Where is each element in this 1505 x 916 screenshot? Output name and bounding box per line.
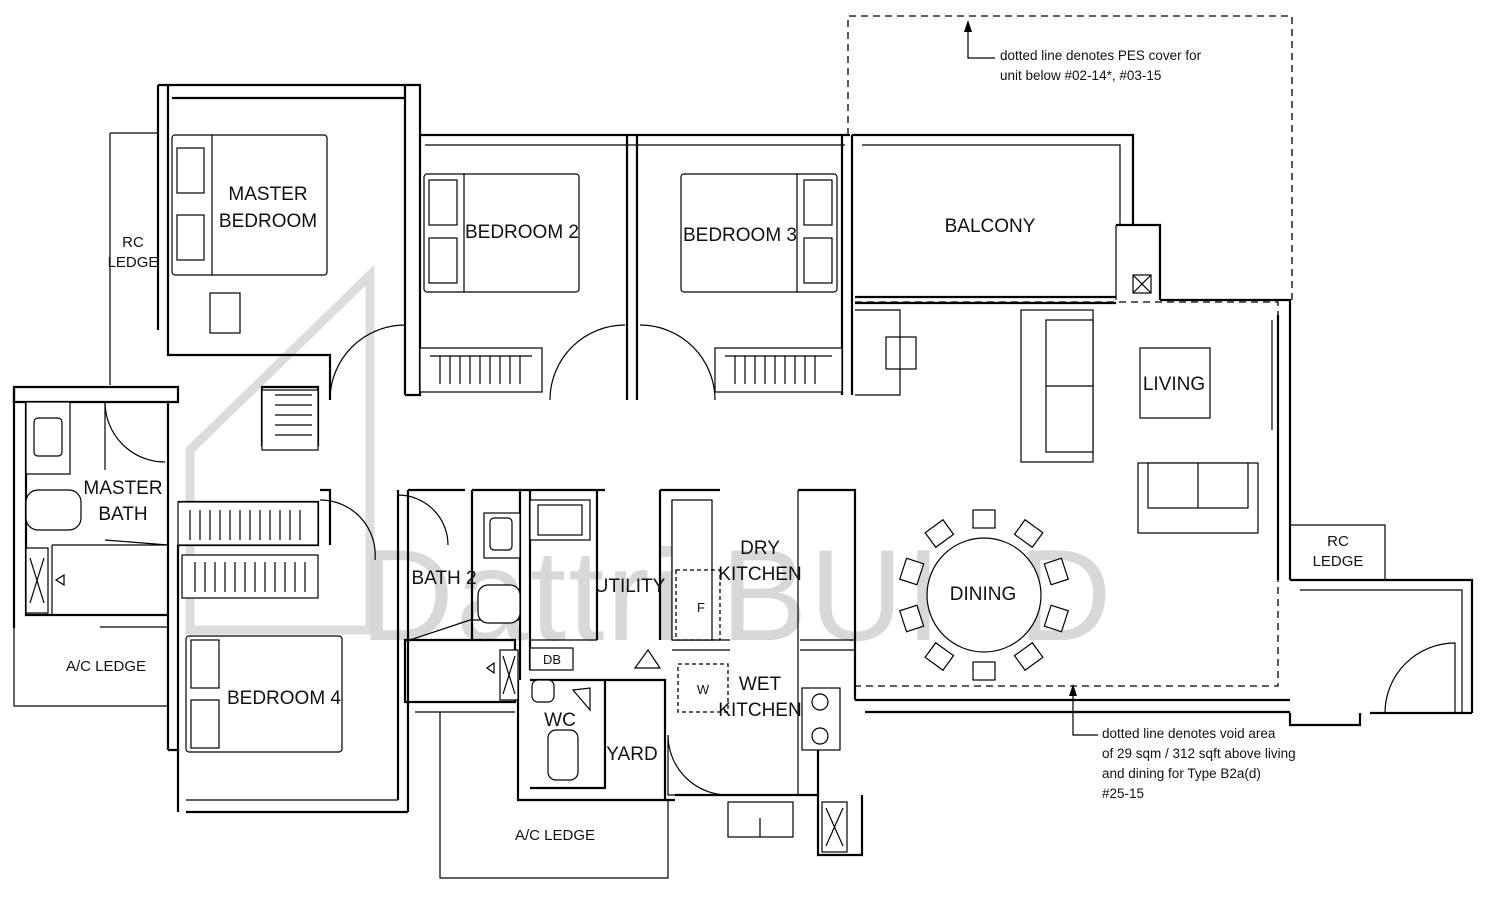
bed-2: [423, 173, 580, 293]
dining-table: [926, 537, 1042, 653]
living-table: [1139, 347, 1211, 419]
label-master-bath-line2: BATH: [98, 504, 147, 525]
label-rc-ledge-left-line2: LEDGE: [108, 254, 159, 271]
label-bedroom-4: BEDROOM 4: [227, 688, 341, 709]
washer-outline: [677, 663, 729, 713]
wardrobe-bed3: [714, 347, 843, 393]
label-wet-kitchen-line2: KITCHEN: [718, 700, 801, 721]
wardrobe-bed2: [419, 347, 543, 393]
label-master-bath-line1: MASTER: [83, 478, 162, 499]
label-master-bedroom-line1: MASTER: [228, 184, 307, 205]
note-void-line1: dotted line denotes void area: [1102, 726, 1276, 741]
pes-cover-outline: [847, 15, 1293, 300]
master-bed: [171, 134, 328, 276]
wardrobe-master-b: [177, 501, 319, 546]
room-labels: MASTER BEDROOM BEDROOM 2 BEDROOM 3 BALCO…: [66, 184, 1363, 844]
dining-chair: [899, 604, 925, 633]
note-void-line4: #25-15: [1102, 786, 1144, 801]
plan-notes: dotted line denotes PES cover for unit b…: [1000, 48, 1296, 801]
dining-chair: [1043, 604, 1069, 633]
note-pes-line2: unit below #02-14*, #03-15: [1000, 68, 1161, 83]
fridge-outline: [675, 569, 721, 641]
void-note-arrow: [1069, 684, 1098, 736]
wardrobe-master-a: [261, 389, 319, 451]
label-rc-ledge-right-line2: LEDGE: [1313, 553, 1364, 570]
dining-chair: [924, 518, 955, 549]
master-desk: [209, 292, 241, 334]
dining-chair: [1043, 557, 1069, 586]
dining-chair: [899, 557, 925, 586]
bed-3: [680, 173, 838, 293]
label-washer: W: [697, 682, 710, 697]
master-toilet: [25, 489, 82, 531]
label-dry-kitchen-line1: DRY: [740, 538, 780, 559]
furniture: [25, 134, 1259, 853]
label-bath-2: BATH 2: [411, 568, 476, 589]
note-pes-line1: dotted line denotes PES cover for: [1000, 48, 1202, 63]
label-utility: UTILITY: [595, 576, 666, 597]
service-box: [1132, 274, 1152, 294]
bed-4: [185, 635, 343, 753]
label-master-bedroom-line2: BEDROOM: [219, 211, 317, 232]
dining-chair: [1013, 641, 1044, 672]
wardrobe-bed4: [181, 554, 319, 599]
label-balcony: BALCONY: [945, 216, 1036, 237]
label-living: LIVING: [1143, 374, 1205, 395]
label-db: DB: [543, 652, 561, 667]
label-rc-ledge-left-line1: RC: [122, 234, 144, 251]
label-dining: DINING: [950, 584, 1017, 605]
label-bedroom-3: BEDROOM 3: [683, 225, 797, 246]
note-void-line3: and dining for Type B2a(d): [1102, 766, 1261, 781]
label-yard: YARD: [606, 744, 657, 765]
walls: [12, 83, 1474, 879]
label-wc: WC: [544, 710, 576, 731]
label-rc-ledge-right-line1: RC: [1327, 533, 1349, 550]
dining-chair: [924, 641, 955, 672]
label-ac-ledge-left: A/C LEDGE: [66, 658, 146, 675]
dining-chairs: [899, 509, 1069, 681]
label-ac-ledge-bottom: A/C LEDGE: [515, 827, 595, 844]
label-bedroom-2: BEDROOM 2: [465, 222, 579, 243]
hob: [801, 687, 841, 751]
pes-note-arrow: [964, 20, 995, 59]
note-void-line2: of 29 sqm / 312 sqft above living: [1102, 746, 1296, 761]
label-dry-kitchen-line2: KITCHEN: [718, 564, 801, 585]
db-box: [529, 647, 574, 671]
bath2-toilet: [477, 584, 521, 624]
dining-chair: [972, 661, 996, 681]
label-fridge: F: [697, 600, 705, 615]
dining-chair: [972, 509, 996, 529]
bed3-desk: [885, 336, 917, 370]
wc-toilet: [547, 729, 579, 781]
wc-basin: [531, 679, 555, 703]
label-wet-kitchen-line1: WET: [739, 674, 782, 695]
dining-chair: [1013, 518, 1044, 549]
